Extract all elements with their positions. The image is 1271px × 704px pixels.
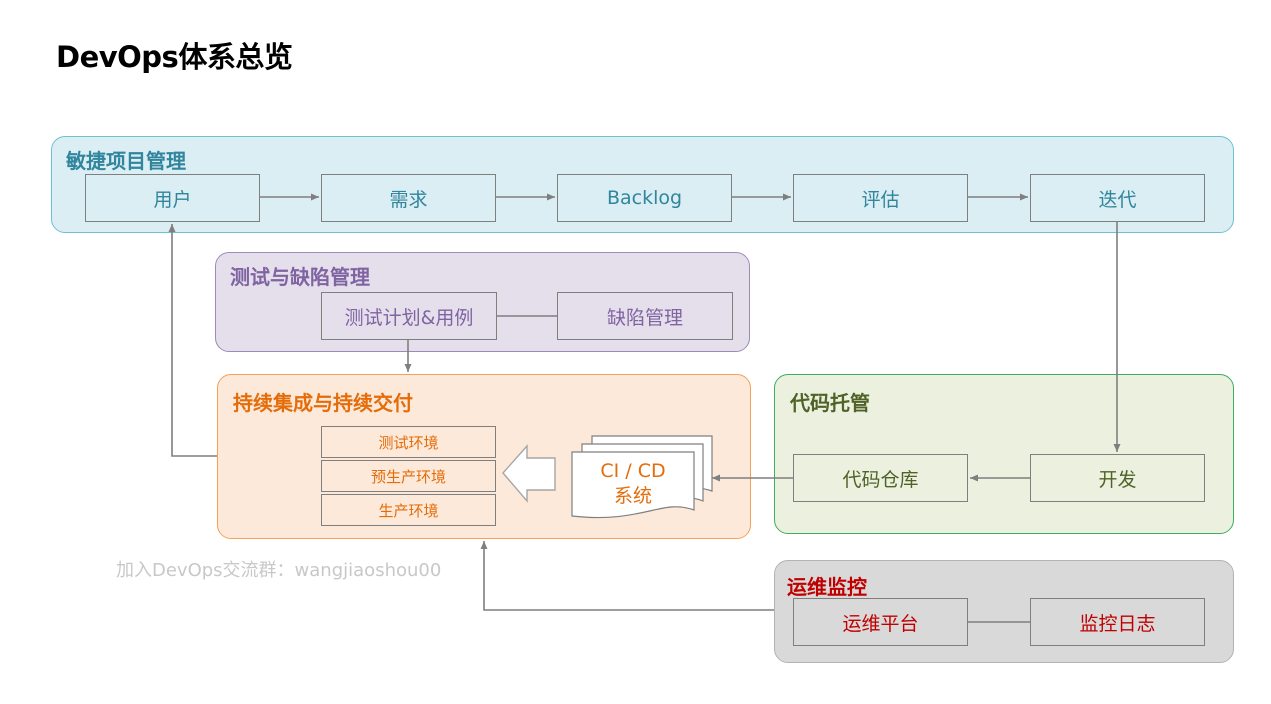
node-evaluation: 评估 [793,174,968,222]
node-code-repository: 代码仓库 [793,454,968,502]
node-iteration: 迭代 [1030,174,1205,222]
block-arrow-left-icon [502,444,556,503]
connector-ops-to-ci [480,541,774,611]
ci-cd-system-line2: 系统 [613,485,652,507]
node-development: 开发 [1030,454,1205,502]
node-monitoring-logs: 监控日志 [1030,598,1205,646]
node-test-plan: 测试计划&用例 [321,292,497,340]
node-defect-management: 缺陷管理 [557,292,733,340]
node-user: 用户 [85,174,260,222]
ci-cd-system-line1: CI / CD [600,460,666,482]
test-defect-title: 测试与缺陷管理 [230,265,370,289]
page-title: DevOps体系总览 [56,40,293,74]
ops-monitoring-title: 运维监控 [787,575,867,599]
ci-cd-title: 持续集成与持续交付 [233,391,413,415]
watermark-text: 加入DevOps交流群：wangjiaoshou00 [116,560,442,581]
node-requirement: 需求 [321,174,496,222]
ci-cd-system-label: CI / CD 系统 [588,459,678,509]
connector-ci-to-user [168,224,217,457]
node-backlog: Backlog [557,174,732,222]
code-hosting-title: 代码托管 [790,391,870,415]
env-preprod: 预生产环境 [321,460,496,492]
ci-cd-documents-icon [571,435,713,519]
env-test: 测试环境 [321,426,496,458]
node-ops-platform: 运维平台 [793,598,968,646]
env-production: 生产环境 [321,494,496,526]
agile-management-title: 敏捷项目管理 [66,149,186,173]
